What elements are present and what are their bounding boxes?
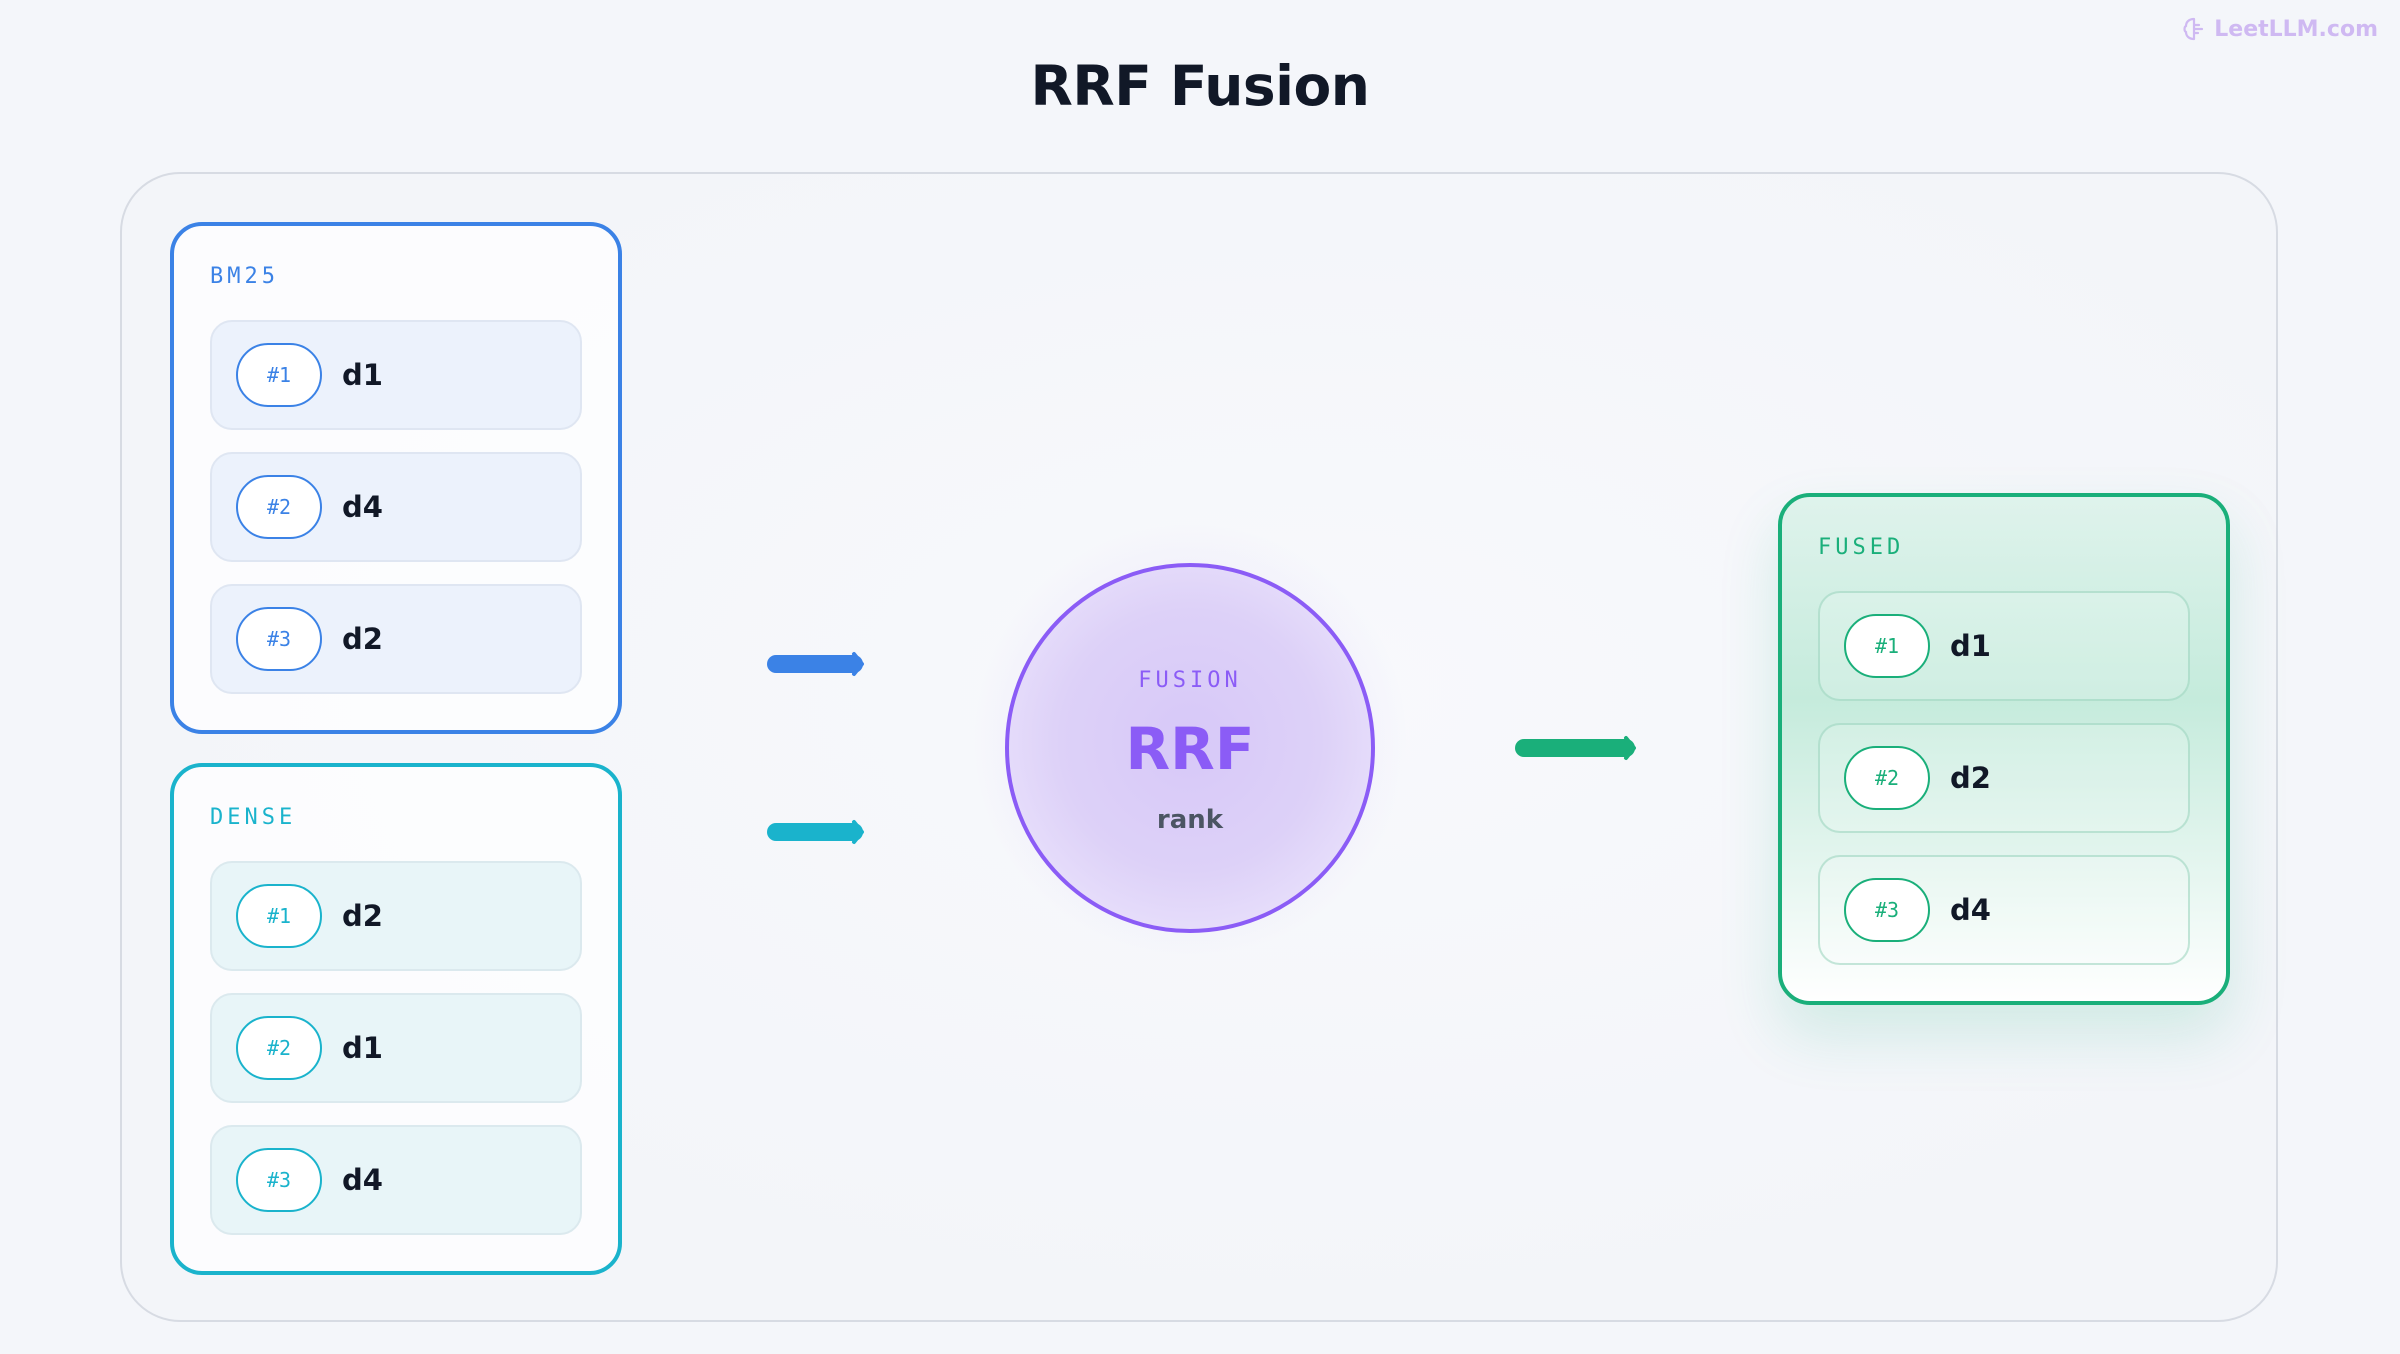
fusion-label: FUSION bbox=[1138, 668, 1242, 693]
watermark-text: LeetLLM.com bbox=[2214, 16, 2378, 42]
fusion-title: RRF bbox=[1125, 715, 1255, 783]
rank-badge: #1 bbox=[236, 884, 322, 948]
watermark: LeetLLM.com bbox=[2182, 16, 2378, 42]
rank-badge: #2 bbox=[236, 475, 322, 539]
fused-rank-item: #2 d2 bbox=[1818, 723, 2190, 833]
dense-panel-label: DENSE bbox=[210, 805, 297, 830]
bm25-panel-label: BM25 bbox=[210, 264, 279, 289]
doc-id: d4 bbox=[1950, 893, 1991, 927]
fusion-to-fused-arrow bbox=[1515, 736, 1636, 760]
doc-id: d1 bbox=[342, 358, 383, 392]
bm25-rank-item: #3 d2 bbox=[210, 584, 582, 694]
bm25-rank-item: #1 d1 bbox=[210, 320, 582, 430]
fused-rank-item: #1 d1 bbox=[1818, 591, 2190, 701]
fusion-node: FUSION RRF rank bbox=[1005, 563, 1375, 933]
rank-badge: #3 bbox=[236, 607, 322, 671]
bm25-to-fusion-arrow bbox=[767, 652, 864, 676]
doc-id: d1 bbox=[342, 1031, 383, 1065]
doc-id: d1 bbox=[1950, 629, 1991, 663]
rank-badge: #2 bbox=[236, 1016, 322, 1080]
rank-badge: #1 bbox=[236, 343, 322, 407]
fused-panel-label: FUSED bbox=[1818, 535, 1905, 560]
doc-id: d2 bbox=[1950, 761, 1991, 795]
doc-id: d4 bbox=[342, 490, 383, 524]
fusion-subtitle: rank bbox=[1156, 805, 1224, 835]
rank-badge: #2 bbox=[1844, 746, 1930, 810]
doc-id: d4 bbox=[342, 1163, 383, 1197]
rank-badge: #1 bbox=[1844, 614, 1930, 678]
dense-to-fusion-arrow bbox=[767, 820, 864, 844]
bm25-panel: BM25 #1 d1 #2 d4 #3 d2 bbox=[170, 222, 622, 734]
dense-panel: DENSE #1 d2 #2 d1 #3 d4 bbox=[170, 763, 622, 1275]
dense-rank-item: #2 d1 bbox=[210, 993, 582, 1103]
dense-rank-item: #3 d4 bbox=[210, 1125, 582, 1235]
brain-icon bbox=[2183, 17, 2204, 41]
doc-id: d2 bbox=[342, 622, 383, 656]
dense-rank-item: #1 d2 bbox=[210, 861, 582, 971]
fused-panel: FUSED #1 d1 #2 d2 #3 d4 bbox=[1778, 493, 2230, 1005]
fused-rank-item: #3 d4 bbox=[1818, 855, 2190, 965]
rank-badge: #3 bbox=[236, 1148, 322, 1212]
page-title: RRF Fusion bbox=[1030, 54, 1370, 118]
bm25-rank-item: #2 d4 bbox=[210, 452, 582, 562]
rank-badge: #3 bbox=[1844, 878, 1930, 942]
doc-id: d2 bbox=[342, 899, 383, 933]
